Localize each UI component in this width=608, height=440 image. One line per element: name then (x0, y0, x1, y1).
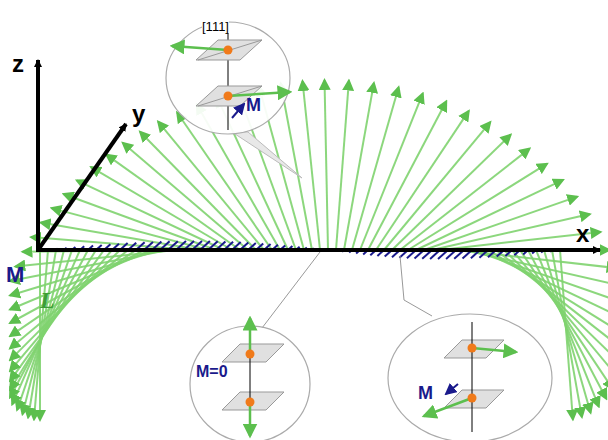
inset-circle: M=0 (190, 326, 310, 440)
vector-label: M (6, 264, 24, 286)
spin-arrow (140, 132, 256, 250)
spin-arrow (303, 81, 321, 250)
axis-label: [111] (202, 20, 229, 33)
spin-arrow (376, 111, 469, 250)
spin-arrow (91, 167, 232, 250)
spin-arrow (106, 155, 240, 250)
spin-arrow (432, 214, 590, 250)
spin-arrow (408, 164, 547, 250)
spin-arrow (77, 180, 224, 250)
spin-arrow (123, 143, 248, 250)
vector-label: M (246, 96, 261, 114)
axis-label: z (12, 52, 24, 76)
vector-label: L (40, 288, 55, 312)
inset-circle: [111] M (166, 22, 290, 134)
axis-label: y (132, 102, 145, 126)
spin-arrow (325, 80, 329, 250)
spin-arrow (52, 208, 209, 250)
vector-label: M (418, 384, 433, 402)
axis-label: x (576, 222, 589, 246)
spin-arrow (424, 197, 577, 250)
spin-arrow (560, 250, 573, 420)
inset-circle: M (388, 314, 552, 440)
vector-label: M=0 (196, 364, 228, 380)
spin-arrow (368, 101, 446, 250)
spin-arrow (336, 81, 349, 251)
